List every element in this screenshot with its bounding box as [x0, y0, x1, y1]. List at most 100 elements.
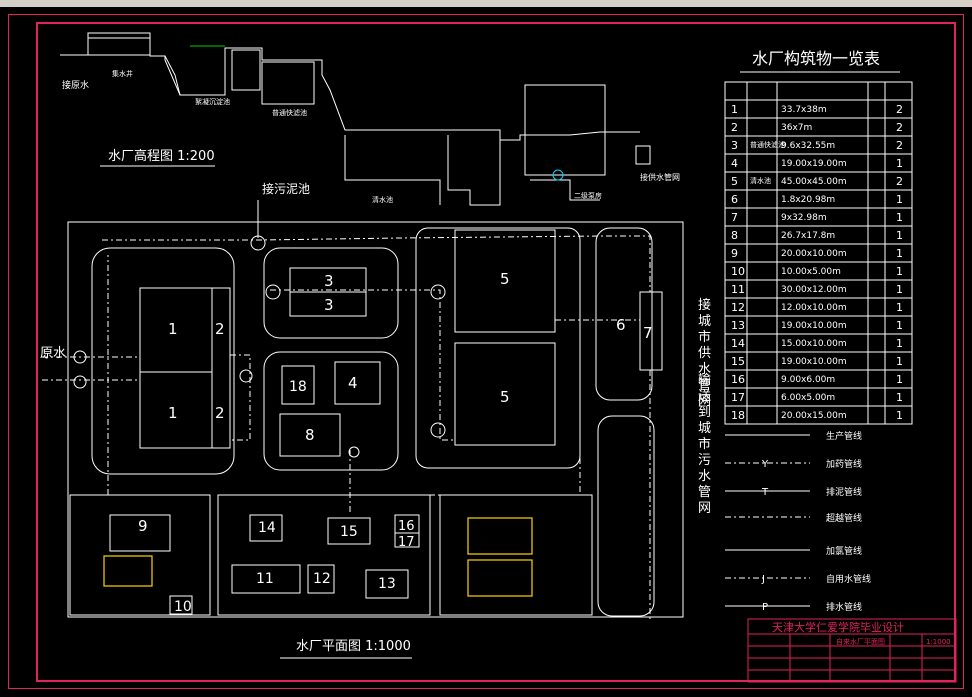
plan-number-13: 13	[378, 576, 396, 592]
legend-item: J 自用水管线	[725, 573, 871, 585]
row-qty: 1	[896, 373, 903, 386]
plan-number-9: 9	[138, 517, 148, 535]
row-qty: 1	[896, 247, 903, 260]
row-number: 10	[731, 265, 745, 278]
legend-label: 生产管线	[826, 430, 862, 442]
row-number: 17	[731, 391, 745, 404]
legend-symbol: T	[761, 487, 769, 498]
row-size: 9.00x6.00m	[781, 375, 835, 385]
legend-symbol: Y	[761, 459, 769, 470]
svg-text:二级泵房: 二级泵房	[574, 191, 602, 200]
row-qty: 1	[896, 301, 903, 314]
plan-number-8: 8	[305, 426, 315, 444]
row-size: 15.00x10.00m	[781, 339, 847, 349]
profile-supply-label: 接供水管网	[640, 172, 680, 182]
row-size: 26.7x17.8m	[781, 231, 835, 241]
row-size: 12.00x10.00m	[781, 303, 847, 313]
row-qty: 1	[896, 229, 903, 242]
row-qty: 2	[896, 175, 903, 188]
row-qty: 2	[896, 103, 903, 116]
vertical-char: 城	[698, 314, 711, 329]
plan-number-5b: 5	[500, 388, 510, 406]
plan-number-17: 17	[398, 535, 415, 550]
row-number: 16	[731, 373, 745, 386]
plan-number-6: 6	[616, 316, 626, 334]
row-number: 18	[731, 409, 745, 422]
elevation-profile: 集水井 絮凝沉淀池 普通快滤池 清水池 二级泵房 接原水 接供水管网 水厂高程图…	[60, 32, 680, 206]
vertical-char: 输	[698, 372, 711, 388]
svg-text:集水井: 集水井	[112, 69, 133, 78]
vertical-char: 水	[698, 469, 711, 484]
plan-title: 水厂平面图 1:1000	[296, 639, 411, 654]
plan-number-3b: 3	[324, 296, 334, 314]
row-size: 20.00x15.00m	[781, 411, 847, 421]
row-number: 5	[731, 175, 738, 188]
row-qty: 1	[896, 211, 903, 224]
row-number: 9	[731, 247, 738, 260]
row-qty: 1	[896, 337, 903, 350]
row-qty: 1	[896, 265, 903, 278]
title-block-school: 天津大学仁爱学院毕业设计	[772, 620, 904, 634]
drawing-inner-border	[36, 22, 956, 682]
vertical-char: 污	[698, 453, 711, 468]
row-name: 普通快滤池	[750, 140, 785, 149]
row-size: 19.00x10.00m	[781, 357, 847, 367]
raw-water-label: 原水	[40, 346, 66, 361]
legend-label: 排水管线	[826, 601, 862, 613]
row-size: 36x7m	[781, 123, 812, 133]
vertical-char: 市	[698, 329, 711, 345]
svg-text:絮凝沉淀池: 絮凝沉淀池	[195, 97, 230, 106]
row-size: 6.00x5.00m	[781, 393, 835, 403]
title-block-drawing: 自来水厂平面图	[836, 637, 885, 646]
row-number: 1	[731, 103, 738, 116]
plan-number-16: 16	[398, 519, 415, 534]
row-qty: 1	[896, 391, 903, 404]
row-size: 1.8x20.98m	[781, 195, 835, 205]
legend-symbol: J	[761, 574, 765, 585]
sludge-label: 接污泥池	[262, 181, 310, 196]
row-number: 4	[731, 157, 738, 170]
legend-symbol: P	[762, 602, 768, 613]
row-qty: 2	[896, 139, 903, 152]
plan-number-2a: 2	[215, 320, 225, 338]
plan-number-3a: 3	[324, 272, 334, 290]
vertical-char: 网	[698, 501, 711, 516]
table-row: 16 9.00x6.00m 1	[731, 373, 903, 386]
table-title: 水厂构筑物一览表	[752, 49, 880, 68]
row-qty: 1	[896, 283, 903, 296]
plan-number-10: 10	[174, 599, 192, 615]
plan-number-18: 18	[289, 379, 307, 395]
legend-item: 加氯管线	[725, 545, 862, 557]
legend-label: 自用水管线	[826, 573, 871, 585]
plan-number-14: 14	[258, 520, 276, 536]
vertical-char: 到	[698, 405, 711, 420]
row-qty: 1	[896, 355, 903, 368]
legend-item: 超越管线	[725, 512, 862, 524]
plan-number-7: 7	[643, 324, 653, 342]
row-number: 8	[731, 229, 738, 242]
profile-filter-label: 普通快滤池	[272, 108, 307, 117]
row-qty: 1	[896, 409, 903, 422]
row-number: 11	[731, 283, 745, 296]
legend-item: 生产管线	[725, 430, 862, 442]
row-size: 9x32.98m	[781, 213, 827, 223]
row-qty: 1	[896, 193, 903, 206]
row-size: 20.00x10.00m	[781, 249, 847, 259]
svg-text:原水: 原水	[40, 346, 66, 361]
